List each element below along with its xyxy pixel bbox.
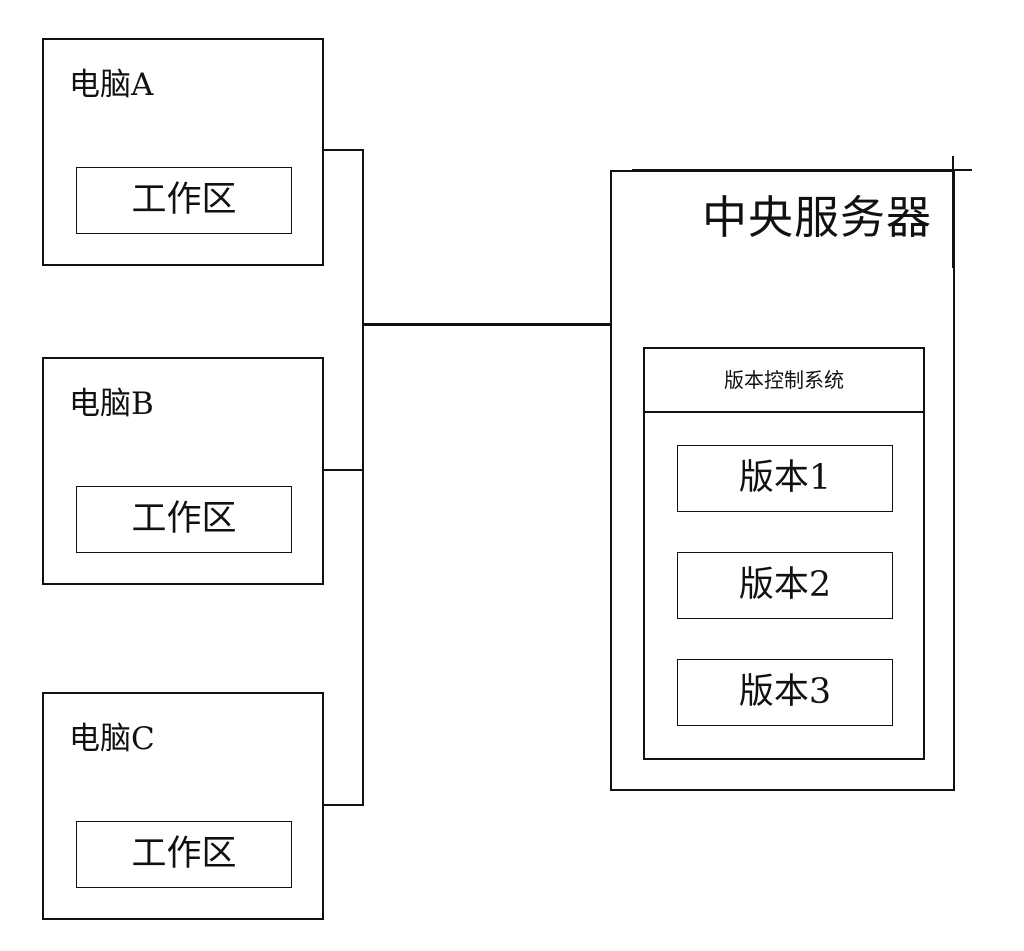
version-control-system-box: 版本控制系统 版本1 版本2 版本3 xyxy=(643,347,925,760)
computer-b-node: 电脑B 工作区 xyxy=(42,357,324,585)
computer-a-label: 电脑A xyxy=(69,67,154,103)
computer-a-workspace: 工作区 xyxy=(76,167,292,234)
version-3-box: 版本3 xyxy=(677,659,893,726)
computer-c-connector xyxy=(323,804,363,806)
computer-c-label: 电脑C xyxy=(69,721,155,757)
computer-b-workspace: 工作区 xyxy=(76,486,292,553)
server-top-border-extension xyxy=(632,169,972,171)
computer-a-connector xyxy=(323,149,363,151)
version-2-box: 版本2 xyxy=(677,552,893,619)
server-right-border-extension xyxy=(952,156,954,268)
central-server-node: 中央服务器 版本控制系统 版本1 版本2 版本3 xyxy=(610,170,955,791)
central-server-title: 中央服务器 xyxy=(701,191,932,244)
computer-c-workspace: 工作区 xyxy=(76,821,292,888)
computer-b-connector xyxy=(323,469,363,471)
computer-c-node: 电脑C 工作区 xyxy=(42,692,324,920)
computer-a-node: 电脑A 工作区 xyxy=(42,38,324,266)
version-1-box: 版本1 xyxy=(677,445,893,512)
server-connection-line xyxy=(362,323,611,326)
computer-bus-line xyxy=(362,149,364,806)
computer-b-label: 电脑B xyxy=(69,386,154,422)
version-control-system-title: 版本控制系统 xyxy=(645,349,923,413)
